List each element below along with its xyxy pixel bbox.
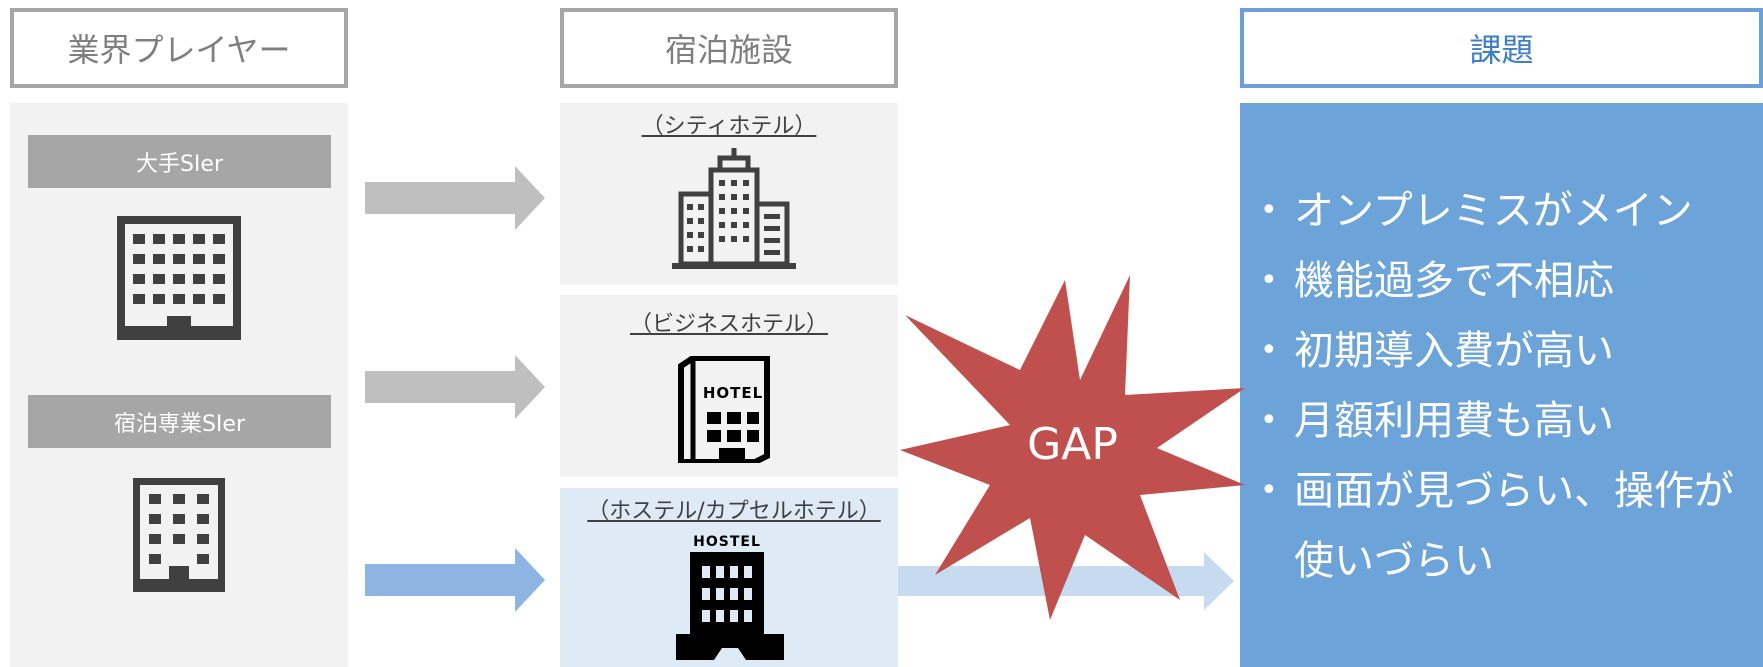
hotel-sign-text: HOTEL — [702, 384, 764, 402]
header-industry-players-label: 業界プレイヤー — [67, 31, 291, 69]
hostel-sign-text: HOSTEL — [693, 534, 761, 550]
arrow-right-icon — [365, 166, 545, 230]
hostel-label: （ホステル/カプセルホテル） — [587, 499, 881, 524]
arrow-right-icon — [365, 548, 545, 612]
header-accommodation-facilities-label: 宿泊施設 — [664, 31, 793, 69]
city-hotel-panel — [560, 103, 898, 285]
issues-list: オンプレミスがメイン 機能過多で不相応 初期導入費が高い 月額利用費も高い 画面… — [1248, 176, 1763, 596]
small-building-icon — [133, 478, 225, 592]
hostel-icon: HOSTEL — [668, 534, 792, 660]
business-hotel-panel — [560, 295, 898, 477]
issue-item: 画面が見づらい、操作が使いづらい — [1248, 456, 1763, 596]
gap-label: GAP — [1027, 419, 1118, 470]
arrow-right-icon — [365, 355, 545, 419]
business-hotel-label: （ビジネスホテル） — [629, 312, 828, 337]
header-issues-label: 課題 — [1469, 31, 1534, 69]
city-hotel-label: （シティホテル） — [641, 114, 817, 139]
player-label-accommodation-sier: 宿泊専業SIer — [28, 395, 331, 448]
office-building-icon — [117, 216, 241, 340]
hotel-icon: HOTEL — [677, 356, 771, 463]
city-hotel-icon — [672, 148, 796, 270]
gap-starburst-icon: GAP — [895, 270, 1250, 625]
player-label-accommodation-sier-text: 宿泊専業SIer — [113, 411, 246, 437]
issue-item: オンプレミスがメイン — [1248, 176, 1763, 246]
issue-item: 初期導入費が高い — [1248, 316, 1763, 386]
issue-item: 機能過多で不相応 — [1248, 246, 1763, 316]
header-issues: 課題 — [1240, 8, 1763, 88]
header-industry-players: 業界プレイヤー — [10, 8, 348, 88]
player-label-major-sier-text: 大手SIer — [135, 151, 224, 177]
player-label-major-sier: 大手SIer — [28, 135, 331, 188]
header-accommodation-facilities: 宿泊施設 — [560, 8, 898, 88]
issue-item: 月額利用費も高い — [1248, 386, 1763, 456]
